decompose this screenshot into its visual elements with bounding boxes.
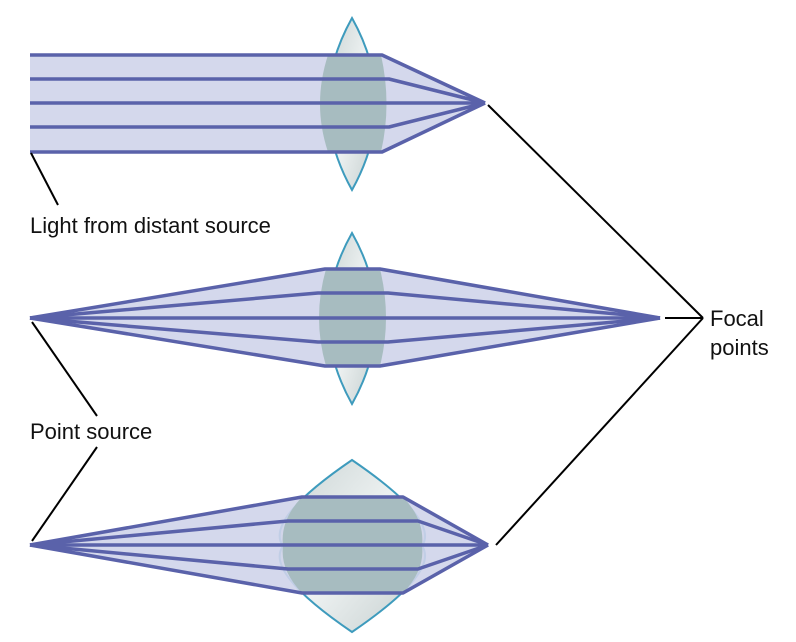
focal-leader-top — [487, 104, 704, 319]
label-focal-line1: Focal — [710, 306, 764, 331]
ray — [30, 101, 486, 129]
ray — [29, 267, 661, 320]
ray — [29, 291, 661, 320]
ray — [29, 519, 489, 547]
leader-line-distant — [30, 152, 59, 206]
label-focal-line2: points — [710, 335, 769, 360]
panel-point-source-thin — [29, 230, 661, 542]
focal-points-bracket — [487, 104, 704, 546]
ray — [30, 101, 486, 154]
leader-line-point-lower — [31, 446, 98, 542]
panel-point-source-thick — [29, 458, 489, 634]
leader-line-point-upper — [31, 321, 98, 417]
panel-distant-source — [30, 15, 486, 206]
ray — [29, 543, 489, 571]
label-point-source: Point source — [30, 419, 153, 444]
label-distant-source: Light from distant source — [30, 213, 271, 238]
ray — [30, 77, 486, 105]
ray — [30, 53, 486, 105]
ray — [29, 316, 661, 368]
focal-leader-bottom — [495, 317, 704, 546]
ray — [29, 495, 489, 547]
ray — [29, 316, 661, 344]
ray — [29, 543, 489, 595]
